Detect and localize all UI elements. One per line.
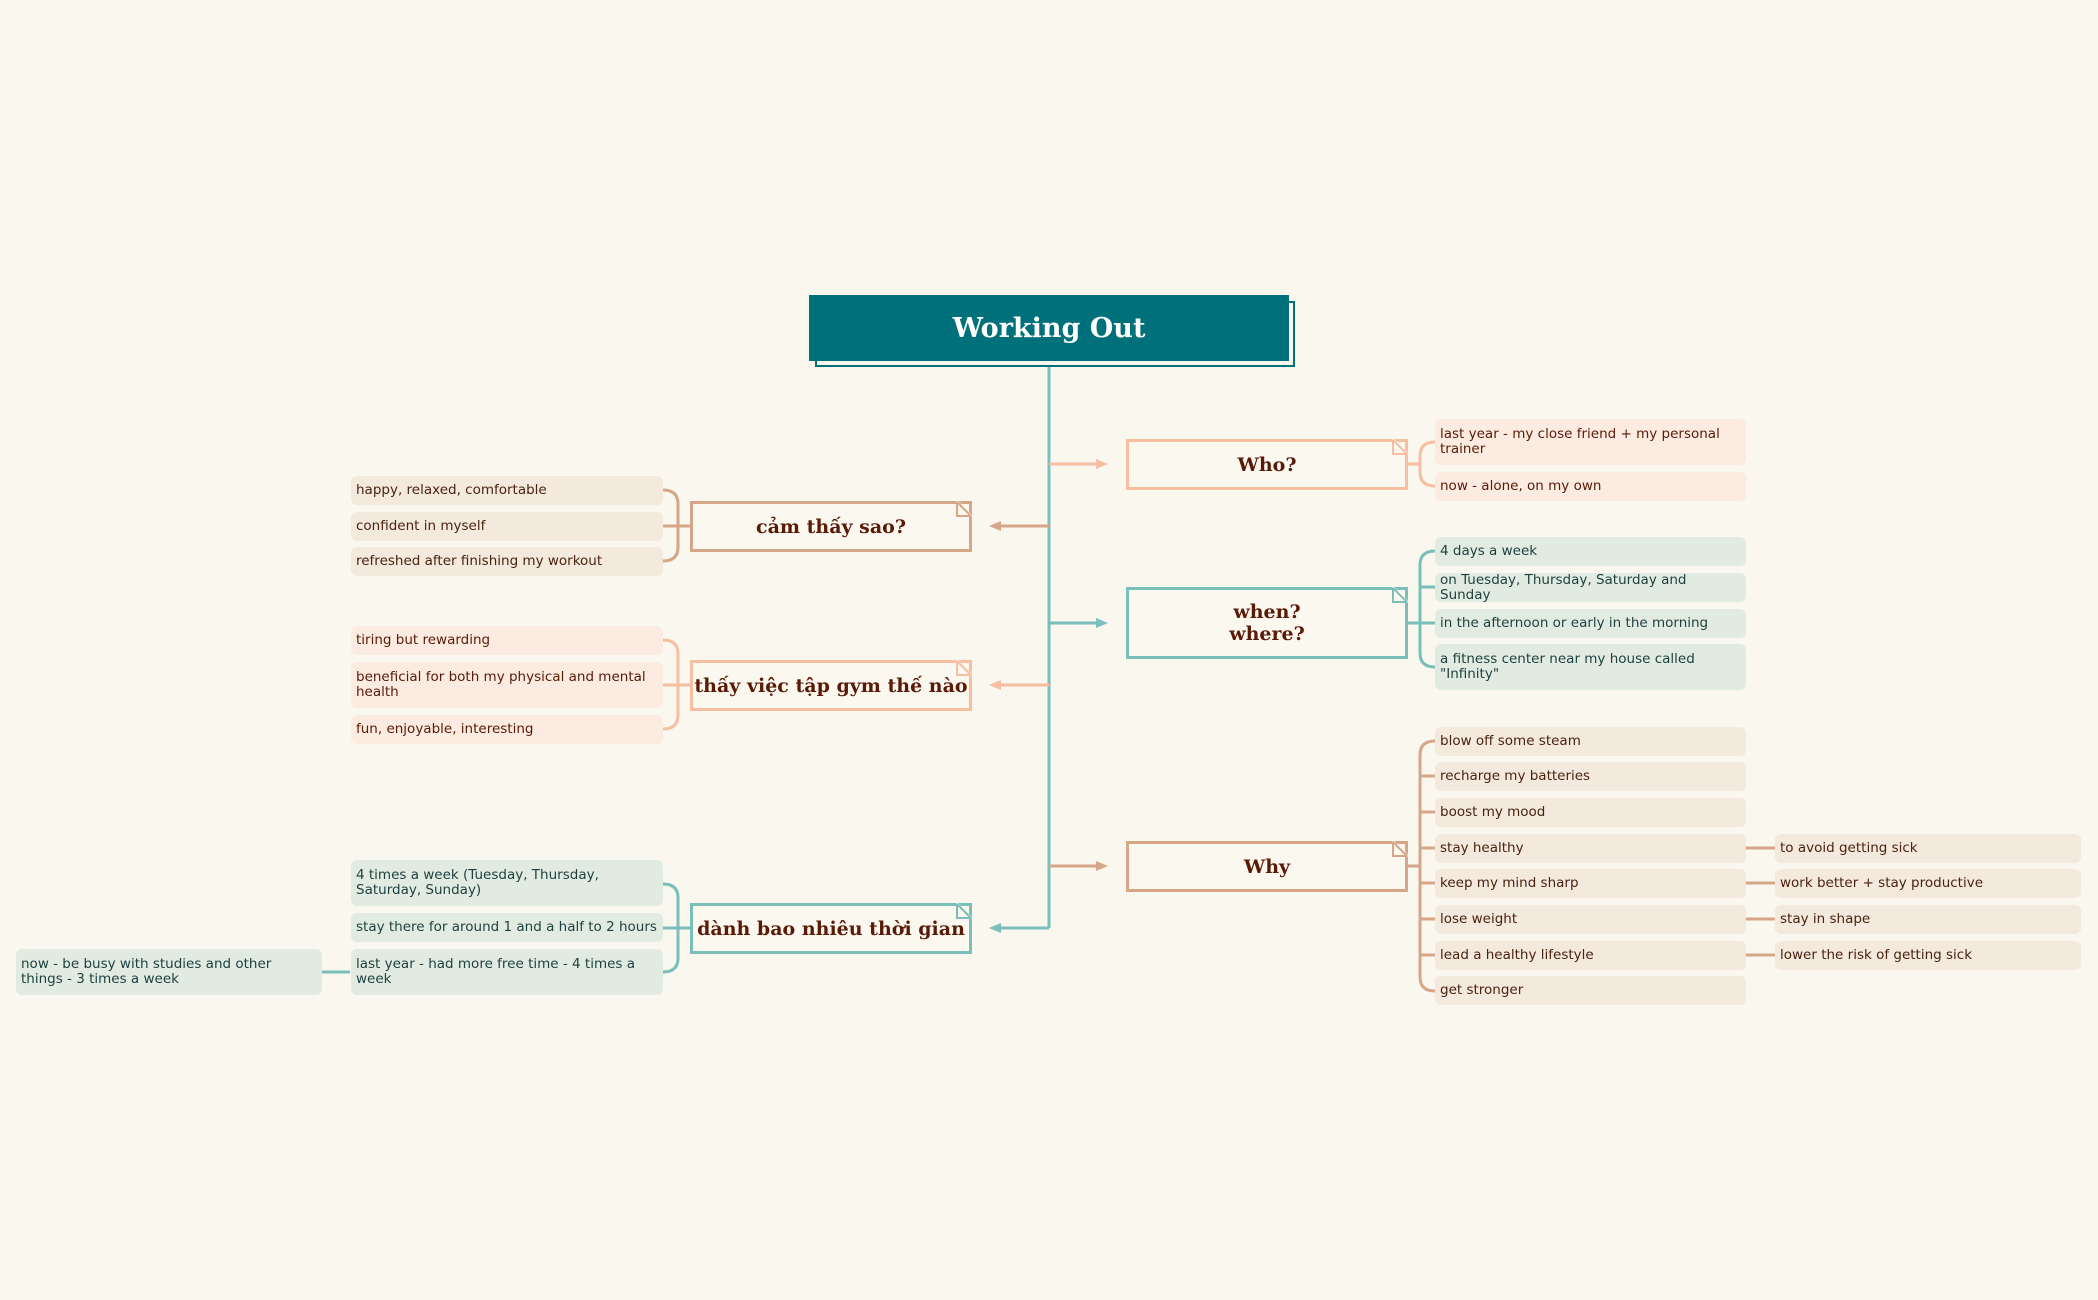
leaf-think-1[interactable]: tiring but rewarding [351, 626, 663, 655]
arrow-who [1096, 459, 1108, 469]
fold-corner-icon [956, 903, 972, 919]
fold-corner-icon [1392, 439, 1408, 455]
branch-think-label: thấy việc tập gym thế nào [694, 674, 968, 697]
root-topic[interactable]: Working Out [809, 295, 1289, 361]
branch-feel[interactable]: cảm thấy sao? [690, 501, 972, 552]
leaf-why-sub-3[interactable]: stay in shape [1775, 905, 2081, 934]
fold-corner-icon [1392, 587, 1408, 603]
leaf-who-1[interactable]: last year - my close friend + my persona… [1435, 419, 1746, 465]
branch-think[interactable]: thấy việc tập gym thế nào [690, 660, 972, 711]
arrow-think [989, 680, 1001, 690]
leaf-think-2[interactable]: beneficial for both my physical and ment… [351, 662, 663, 708]
leaf-feel-1[interactable]: happy, relaxed, comfortable [351, 476, 663, 505]
leaf-why-sub-2[interactable]: work better + stay productive [1775, 869, 2081, 898]
leaf-who-2[interactable]: now - alone, on my own [1435, 472, 1746, 501]
arrow-when [1096, 618, 1108, 628]
branch-who[interactable]: Who? [1126, 439, 1408, 490]
root-title: Working Out [952, 312, 1146, 344]
branch-time[interactable]: dành bao nhiêu thời gian [690, 903, 972, 954]
leaf-time-3[interactable]: last year - had more free time - 4 times… [351, 949, 663, 995]
arrow-why [1096, 861, 1108, 871]
leaf-why-1[interactable]: blow off some steam [1435, 727, 1746, 756]
branch-feel-label: cảm thấy sao? [756, 515, 906, 538]
branch-why-label: Why [1243, 855, 1291, 878]
leaf-why-2[interactable]: recharge my batteries [1435, 762, 1746, 791]
leaf-feel-2[interactable]: confident in myself [351, 512, 663, 541]
leaf-time-2[interactable]: stay there for around 1 and a half to 2 … [351, 913, 663, 942]
branch-when-label: when? where? [1229, 601, 1305, 645]
fold-corner-icon [1392, 841, 1408, 857]
leaf-when-2[interactable]: on Tuesday, Thursday, Saturday and Sunda… [1435, 572, 1746, 602]
leaf-think-3[interactable]: fun, enjoyable, interesting [351, 715, 663, 744]
leaf-why-8[interactable]: get stronger [1435, 976, 1746, 1005]
branch-why[interactable]: Why [1126, 841, 1408, 892]
fold-corner-icon [956, 501, 972, 517]
leaf-feel-3[interactable]: refreshed after finishing my workout [351, 547, 663, 576]
leaf-why-5[interactable]: keep my mind sharp [1435, 869, 1746, 898]
branch-when[interactable]: when? where? [1126, 587, 1408, 659]
branch-who-label: Who? [1237, 453, 1297, 476]
leaf-time-1[interactable]: 4 times a week (Tuesday, Thursday, Satur… [351, 860, 663, 906]
leaf-why-6[interactable]: lose weight [1435, 905, 1746, 934]
fold-corner-icon [956, 660, 972, 676]
arrow-feel [989, 521, 1001, 531]
leaf-when-3[interactable]: in the afternoon or early in the morning [1435, 609, 1746, 638]
leaf-time-sub-1[interactable]: now - be busy with studies and other thi… [16, 949, 322, 995]
leaf-when-4[interactable]: a fitness center near my house called "I… [1435, 644, 1746, 690]
leaf-why-4[interactable]: stay healthy [1435, 834, 1746, 863]
leaf-why-sub-1[interactable]: to avoid getting sick [1775, 834, 2081, 863]
leaf-why-3[interactable]: boost my mood [1435, 798, 1746, 827]
branch-time-label: dành bao nhiêu thời gian [697, 917, 965, 940]
leaf-why-sub-4[interactable]: lower the risk of getting sick [1775, 941, 2081, 970]
arrow-time [989, 923, 1001, 933]
leaf-why-7[interactable]: lead a healthy lifestyle [1435, 941, 1746, 970]
leaf-when-1[interactable]: 4 days a week [1435, 537, 1746, 566]
